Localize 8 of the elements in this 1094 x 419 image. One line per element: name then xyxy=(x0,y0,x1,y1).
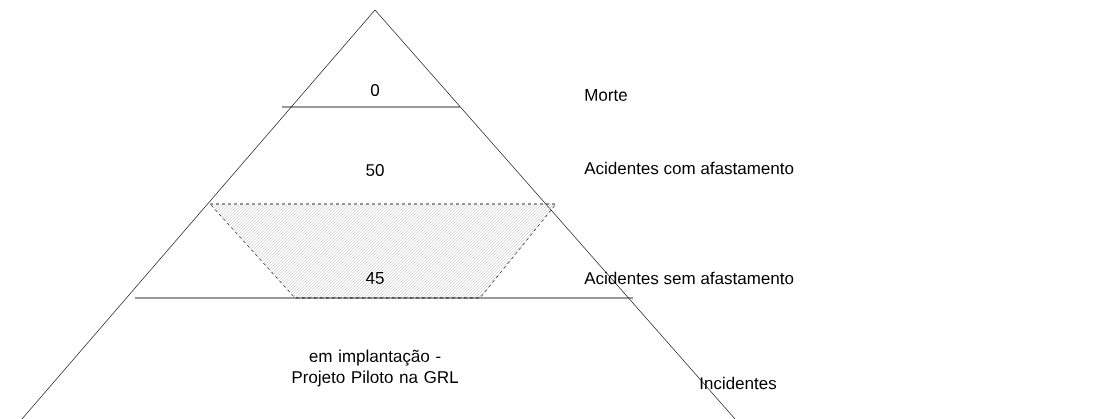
level-label: Acidentes sem afastamento xyxy=(584,271,794,285)
level-label: Incidentes xyxy=(700,376,777,390)
number-label: 50 xyxy=(366,163,384,176)
number-label: 0 xyxy=(370,83,380,96)
level-label: Acidentes com afastamento xyxy=(584,161,794,175)
hatched-band: 45 xyxy=(209,203,557,299)
note-text: em implantação - Projeto Piloto na GRL xyxy=(292,349,459,387)
level-label: Morte xyxy=(585,89,627,101)
